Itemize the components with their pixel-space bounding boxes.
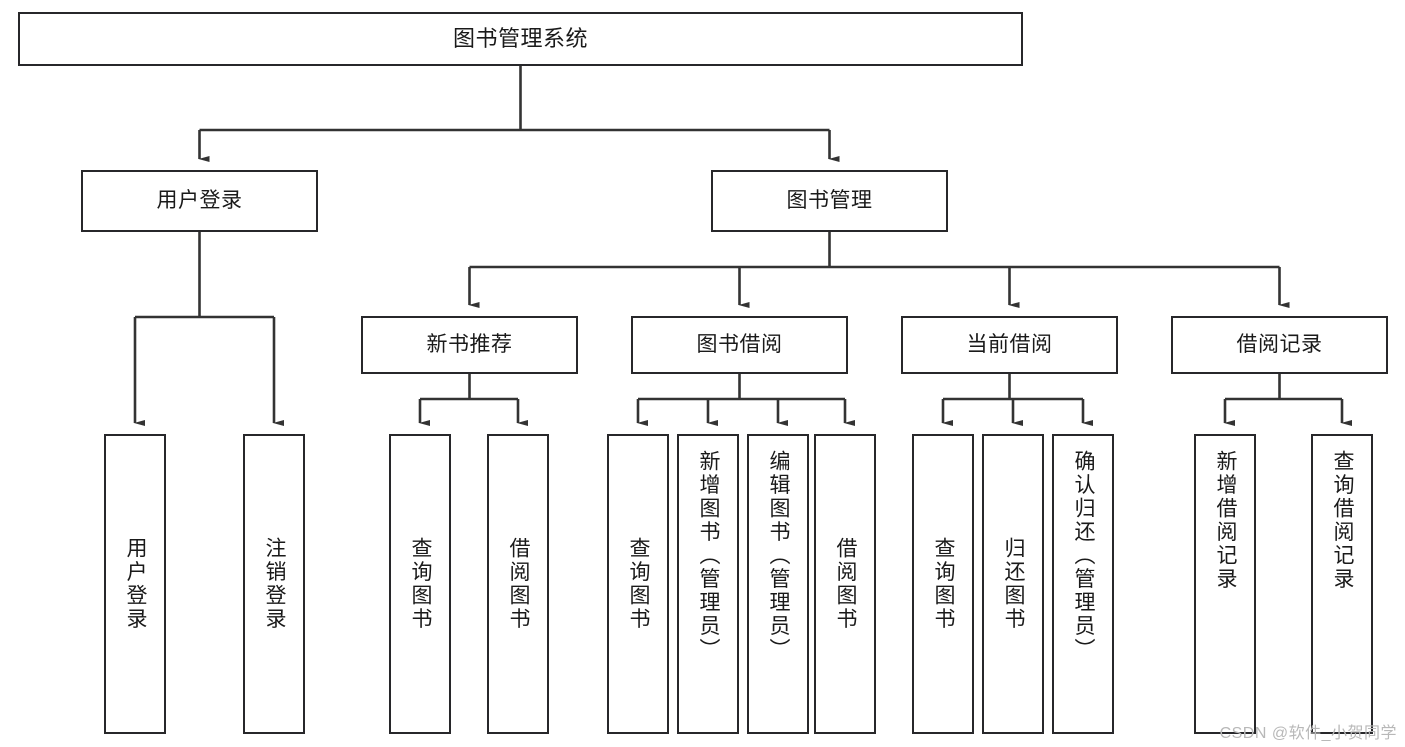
node-label: 用户登录 <box>124 537 148 631</box>
node-leaf-add-book-admin[interactable]: 新增图书（管理员） <box>677 434 739 734</box>
node-label: 确认归还（管理员） <box>1072 450 1096 662</box>
node-leaf-query-book-3[interactable]: 查询图书 <box>912 434 974 734</box>
node-current-borrow[interactable]: 当前借阅 <box>901 316 1118 374</box>
node-label: 用户登录 <box>156 188 243 212</box>
node-label: 归还图书 <box>1002 537 1026 631</box>
node-label: 查询借阅记录 <box>1331 450 1355 591</box>
node-leaf-query-book-1[interactable]: 查询图书 <box>389 434 451 734</box>
node-leaf-query-book-2[interactable]: 查询图书 <box>607 434 669 734</box>
node-label: 借阅图书 <box>834 537 858 631</box>
node-label: 图书管理系统 <box>452 26 588 52</box>
node-label: 图书借阅 <box>696 332 783 356</box>
node-label: 图书管理 <box>786 188 873 212</box>
node-label: 编辑图书（管理员） <box>767 450 791 662</box>
node-leaf-confirm-return-admin[interactable]: 确认归还（管理员） <box>1052 434 1114 734</box>
node-leaf-user-login[interactable]: 用户登录 <box>104 434 166 734</box>
node-label: 注销登录 <box>263 537 287 631</box>
node-label: 当前借阅 <box>966 332 1053 356</box>
node-leaf-query-borrow-record[interactable]: 查询借阅记录 <box>1311 434 1373 734</box>
node-book-borrow[interactable]: 图书借阅 <box>631 316 848 374</box>
node-leaf-return-book[interactable]: 归还图书 <box>982 434 1044 734</box>
node-book-manage[interactable]: 图书管理 <box>711 170 948 232</box>
node-user-login[interactable]: 用户登录 <box>81 170 318 232</box>
node-label: 查询图书 <box>627 537 651 631</box>
node-leaf-add-borrow-record[interactable]: 新增借阅记录 <box>1194 434 1256 734</box>
node-borrow-record[interactable]: 借阅记录 <box>1171 316 1388 374</box>
node-label: 新增图书（管理员） <box>697 450 721 662</box>
node-root[interactable]: 图书管理系统 <box>18 12 1023 66</box>
node-leaf-borrow-book-2[interactable]: 借阅图书 <box>814 434 876 734</box>
node-label: 借阅图书 <box>507 537 531 631</box>
node-label: 查询图书 <box>932 537 956 631</box>
node-label: 新增借阅记录 <box>1214 450 1238 591</box>
node-label: 查询图书 <box>409 537 433 631</box>
node-label: 新书推荐 <box>426 332 513 356</box>
node-label: 借阅记录 <box>1236 332 1323 356</box>
node-new-book-recommend[interactable]: 新书推荐 <box>361 316 578 374</box>
node-leaf-logout-login[interactable]: 注销登录 <box>243 434 305 734</box>
node-leaf-borrow-book-1[interactable]: 借阅图书 <box>487 434 549 734</box>
node-leaf-edit-book-admin[interactable]: 编辑图书（管理员） <box>747 434 809 734</box>
watermark-credit: CSDN @软件_小贺同学 <box>1219 725 1397 742</box>
